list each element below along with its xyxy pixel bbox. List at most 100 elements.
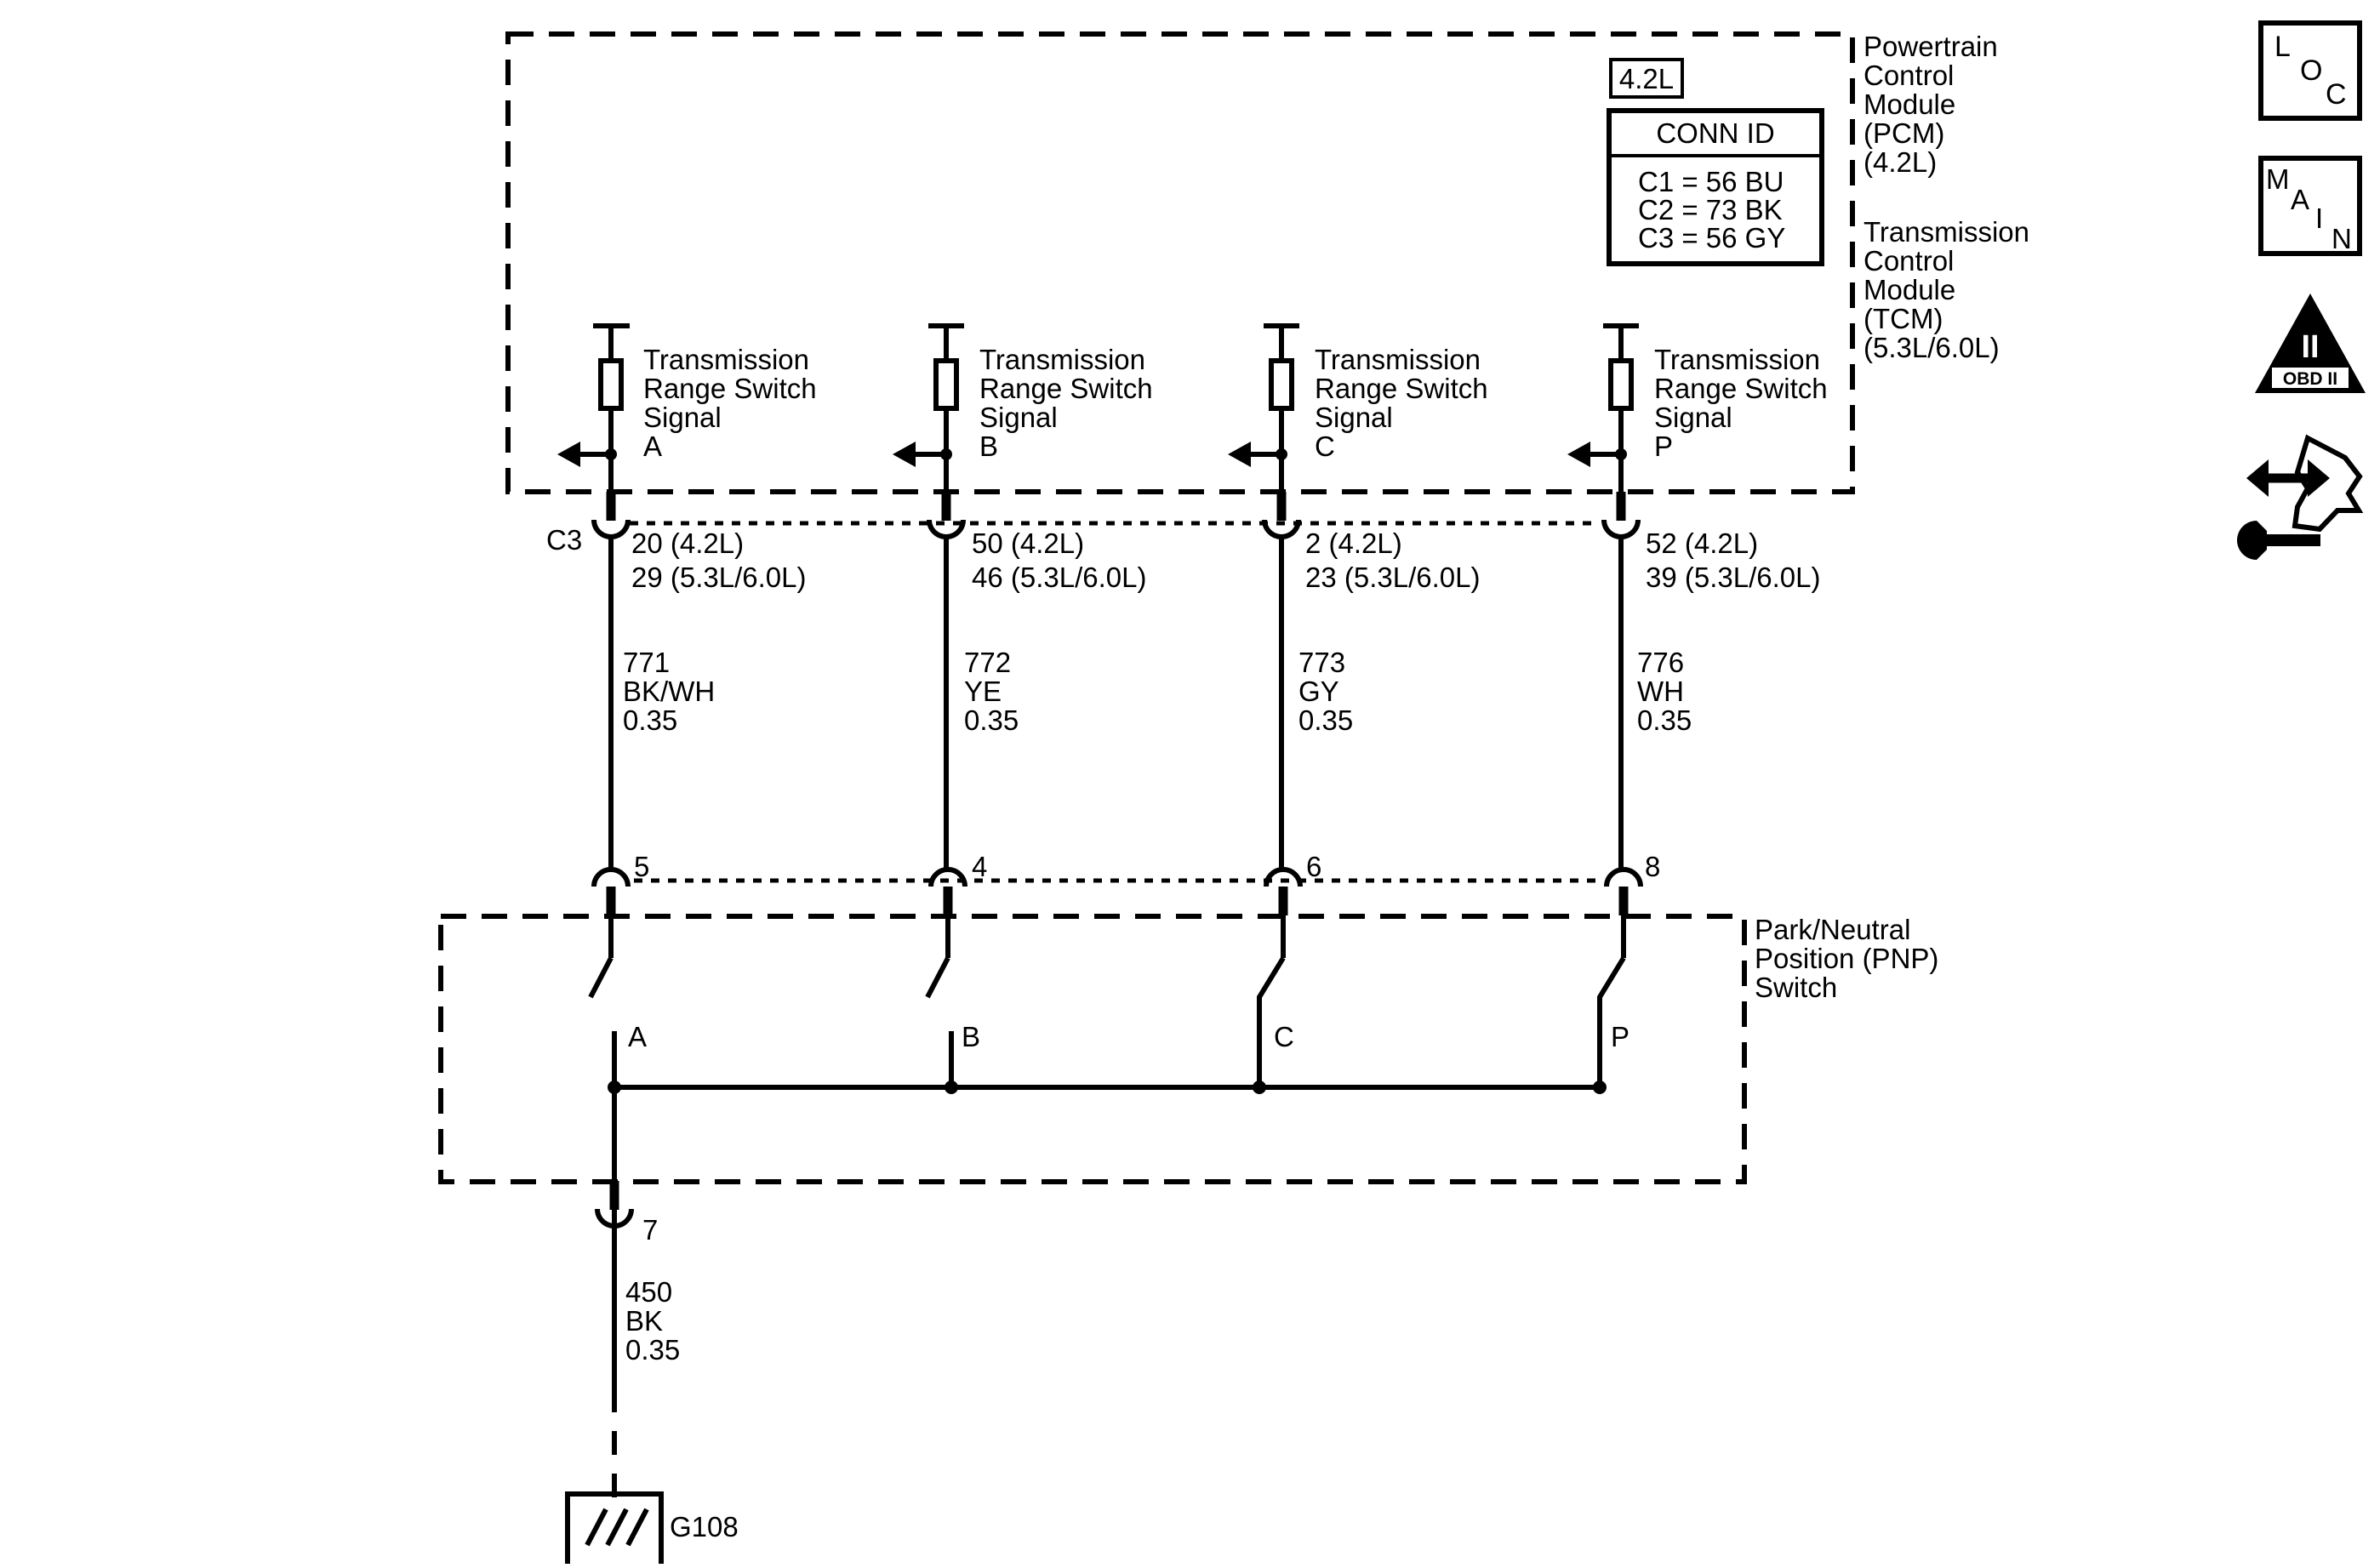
circuit-c: Transmission Range Switch Signal C 2 (4.… bbox=[1228, 323, 1488, 1094]
wire-label-a-2: BK/WH bbox=[623, 676, 715, 707]
ground-hatch bbox=[605, 1508, 629, 1547]
signal-label-c-2: Range Switch bbox=[1315, 373, 1488, 404]
pull-up-resistor bbox=[1608, 358, 1634, 411]
signal-label-b-2: Range Switch bbox=[979, 373, 1153, 404]
contact-label-c: C bbox=[1274, 1021, 1294, 1052]
signal-label-p-4: P bbox=[1654, 430, 1673, 462]
signal-label-c-3: Signal bbox=[1315, 402, 1393, 433]
loc-letter-2: O bbox=[2300, 54, 2322, 87]
signal-label-b-4: B bbox=[979, 430, 998, 462]
signal-label-a-1: Transmission bbox=[643, 344, 809, 375]
signal-label-c-1: Transmission bbox=[1315, 344, 1481, 375]
switch-blade-closed bbox=[1597, 956, 1626, 1087]
main-letter-4: N bbox=[2331, 223, 2352, 254]
pnp-pin-label-c: 6 bbox=[1306, 851, 1321, 882]
tcm-name-line-4: (TCM) bbox=[1863, 303, 1943, 334]
pnp-cavity bbox=[928, 867, 967, 887]
loc-letter-1: L bbox=[2274, 31, 2291, 63]
wire-label-c-3: 0.35 bbox=[1298, 704, 1353, 736]
signal-label-p-1: Transmission bbox=[1654, 344, 1820, 375]
pnp-cavity bbox=[1264, 867, 1303, 887]
conn-id-box bbox=[1607, 108, 1824, 266]
pnp-pin-label-b: 4 bbox=[972, 851, 987, 882]
circuit-p: Transmission Range Switch Signal P 52 (4… bbox=[1567, 323, 1828, 1094]
wire-label-b-2: YE bbox=[964, 676, 1002, 707]
control-module-outline bbox=[505, 31, 1855, 494]
pin-label-a-1: 20 (4.2L) bbox=[631, 527, 744, 559]
obd-label: OBD II bbox=[2283, 369, 2337, 389]
obd-ii-icon[interactable]: II OBD II bbox=[2255, 294, 2366, 393]
wrench-jaw bbox=[2237, 521, 2267, 560]
pcm-name-line-2: Control bbox=[1863, 60, 1954, 91]
ground-hatch bbox=[625, 1508, 649, 1547]
contact-label-a: A bbox=[628, 1021, 647, 1052]
pnp-cavity bbox=[1604, 867, 1643, 887]
c3-cavity bbox=[927, 519, 966, 539]
loc-icon[interactable]: L O C bbox=[2258, 20, 2362, 121]
wire-label-p-3: 0.35 bbox=[1637, 704, 1692, 736]
pnp-cavity bbox=[591, 867, 631, 887]
conn-id-line-3: C3 = 56 GY bbox=[1638, 222, 1785, 254]
signal-label-b-1: Transmission bbox=[979, 344, 1145, 375]
wire-label-c-1: 773 bbox=[1298, 647, 1345, 678]
signal-label-a-2: Range Switch bbox=[643, 373, 817, 404]
main-icon-frame bbox=[2258, 156, 2362, 256]
pull-up-resistor bbox=[1269, 358, 1294, 411]
signal-label-a-4: A bbox=[643, 430, 662, 462]
c3-cavity bbox=[591, 519, 631, 539]
c3-cavity bbox=[1262, 519, 1301, 539]
main-letter-2: A bbox=[2291, 184, 2309, 215]
pin-label-b-1: 50 (4.2L) bbox=[972, 527, 1084, 559]
engine-badge-box bbox=[1609, 58, 1684, 99]
ground-label: G108 bbox=[670, 1511, 739, 1542]
pnp-name-line-1: Park/Neutral bbox=[1755, 914, 1910, 945]
conn-id-line-1: C1 = 56 BU bbox=[1638, 166, 1784, 197]
wire-label-p-1: 776 bbox=[1637, 647, 1684, 678]
tcm-name-line-3: Module bbox=[1863, 274, 1955, 305]
conn-id-line-2: C2 = 73 BK bbox=[1638, 194, 1783, 225]
signal-label-a-3: Signal bbox=[643, 402, 722, 433]
switch-blade-open bbox=[925, 956, 950, 999]
ground-hatch bbox=[585, 1508, 608, 1547]
pin-label-p-1: 52 (4.2L) bbox=[1646, 527, 1758, 559]
wire-label-b-3: 0.35 bbox=[964, 704, 1019, 736]
main-icon[interactable]: M A I N bbox=[2258, 156, 2362, 256]
tcm-name-line-5: (5.3L/6.0L) bbox=[1863, 332, 2000, 363]
signal-label-b-3: Signal bbox=[979, 402, 1058, 433]
ground-pin-label: 7 bbox=[642, 1214, 658, 1246]
signal-arrow bbox=[1228, 442, 1251, 467]
main-letter-3: I bbox=[2315, 202, 2323, 234]
pin-label-a-2: 29 (5.3L/6.0L) bbox=[631, 562, 806, 593]
pin-label-p-2: 39 (5.3L/6.0L) bbox=[1646, 562, 1820, 593]
wire-label-a-3: 0.35 bbox=[623, 704, 677, 736]
pcm-name-line-4: (PCM) bbox=[1863, 117, 1944, 149]
c3-cavity bbox=[1601, 519, 1641, 539]
signal-label-p-3: Signal bbox=[1654, 402, 1732, 433]
ground-bracket bbox=[565, 1491, 664, 1564]
pin-label-c-2: 23 (5.3L/6.0L) bbox=[1305, 562, 1480, 593]
loc-letter-3: C bbox=[2326, 78, 2347, 111]
main-letter-1: M bbox=[2266, 163, 2290, 195]
signal-label-c-4: C bbox=[1315, 430, 1335, 462]
pull-up-resistor bbox=[598, 358, 624, 411]
pcm-name-line-5: (4.2L) bbox=[1863, 146, 1937, 178]
ground-wire-label-2: BK bbox=[625, 1305, 663, 1337]
wrench-handle bbox=[2257, 534, 2320, 546]
signal-label-p-2: Range Switch bbox=[1654, 373, 1828, 404]
wire-label-p-2: WH bbox=[1637, 676, 1684, 707]
pnp-pin-label-p: 8 bbox=[1645, 851, 1660, 882]
signal-arrow bbox=[1567, 442, 1590, 467]
contact-label-b: B bbox=[962, 1021, 980, 1052]
pull-up-resistor bbox=[933, 358, 959, 411]
connector-tool-icon[interactable] bbox=[2237, 434, 2364, 560]
pnp-switch-outline bbox=[438, 914, 1747, 1184]
wire-label-a-1: 771 bbox=[623, 647, 670, 678]
arrow-head-left bbox=[2246, 459, 2269, 497]
switch-blade-open bbox=[588, 956, 614, 999]
ground-circuit: 7 450 BK 0.35 G108 bbox=[565, 1181, 739, 1564]
switch-blade-closed bbox=[1257, 956, 1286, 1087]
obd-numeral: II bbox=[2301, 329, 2319, 365]
obd-label-band bbox=[2272, 368, 2349, 388]
